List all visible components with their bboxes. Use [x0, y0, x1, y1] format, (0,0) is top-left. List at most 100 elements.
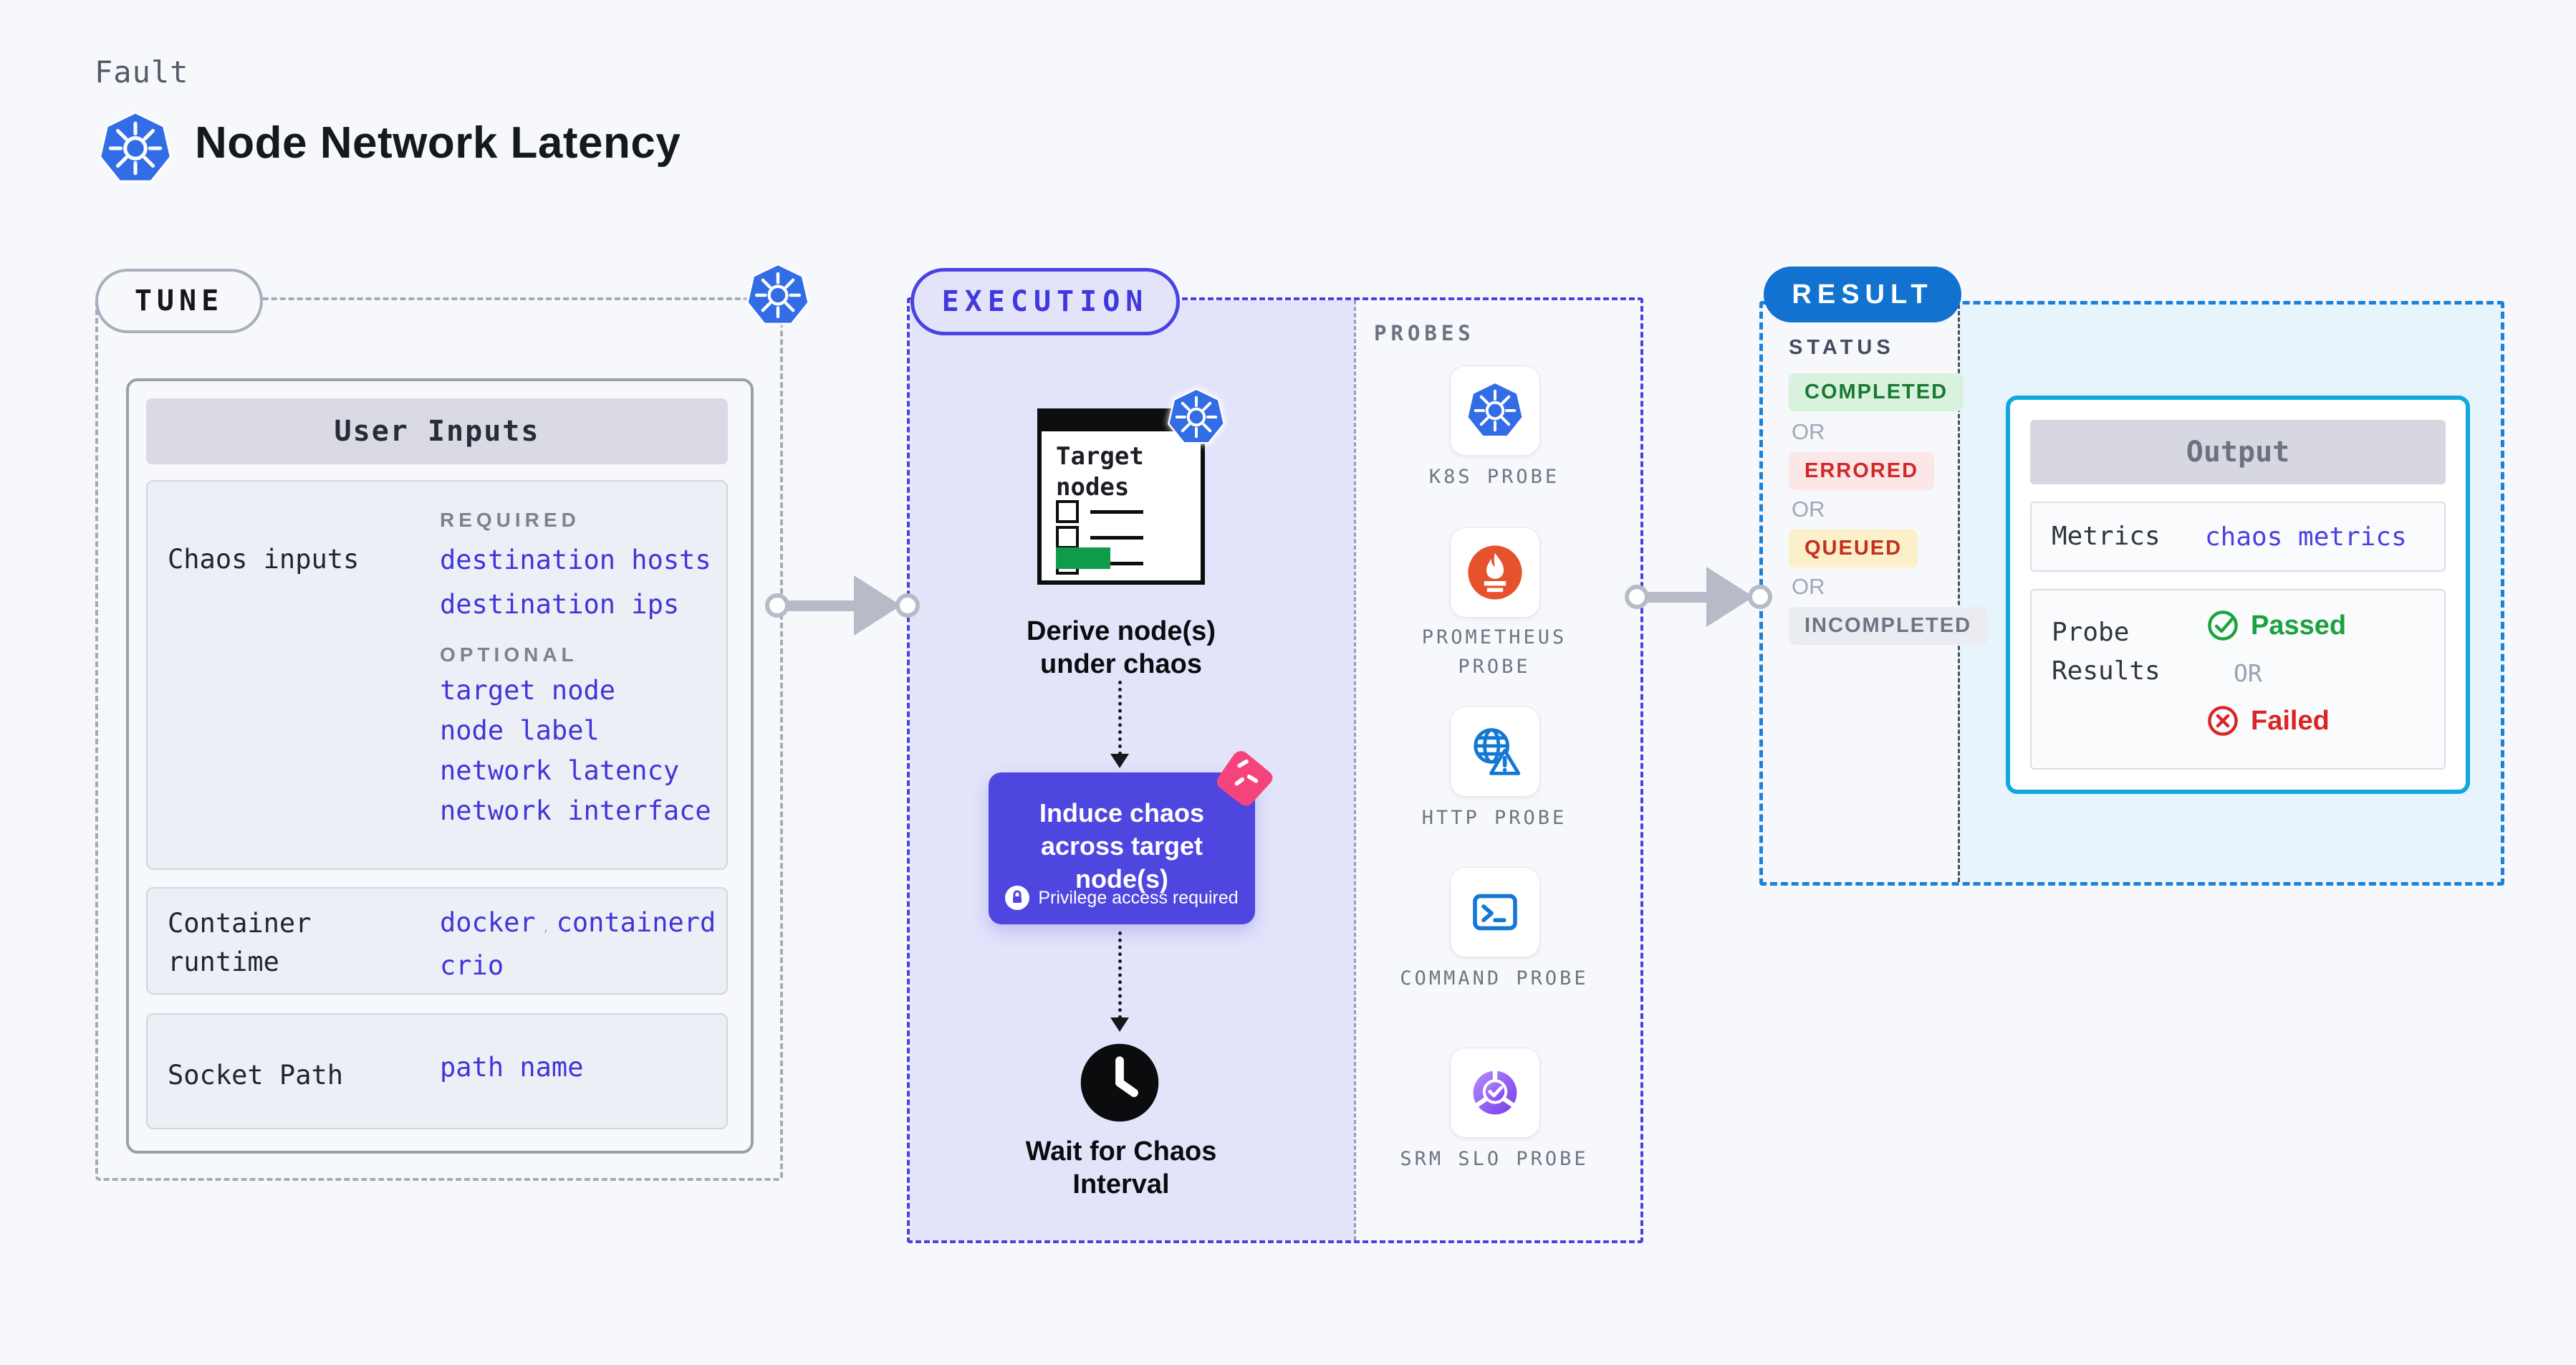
kubernetes-icon: [746, 264, 809, 327]
link-path-name[interactable]: path name: [440, 1052, 584, 1083]
output-card: Output Metrics chaos metrics Probe Resul…: [2006, 396, 2470, 794]
arrow-end-ring: [1748, 585, 1772, 609]
socket-path-section: Socket Path path name: [146, 1013, 728, 1129]
prometheus-icon: [1468, 545, 1522, 600]
link-crio[interactable]: crio: [440, 950, 504, 981]
execution-probes-divider: [1354, 300, 1356, 1240]
socket-path-label: Socket Path: [168, 1060, 344, 1091]
status-badge-incompleted: INCOMPLETED: [1789, 607, 1988, 645]
kubernetes-icon: [1168, 388, 1225, 445]
container-runtime-label: Container runtime: [168, 908, 312, 977]
execution-label: EXECUTION: [910, 268, 1180, 335]
or-label: OR: [1792, 419, 1825, 444]
litmus-chaos-icon: [1216, 751, 1273, 806]
induce-chaos-card: Induce chaos across target node(s) Privi…: [989, 751, 1273, 924]
chaos-inputs-label: Chaos inputs: [168, 544, 360, 575]
node-checklist-row: [1056, 526, 1143, 549]
chaos-inputs-section: Chaos inputs REQUIRED destination hosts …: [146, 480, 728, 870]
link-network-interface[interactable]: network interface: [440, 795, 711, 826]
probe-results-label: Probe Results: [2052, 618, 2161, 686]
k8s-probe-card: [1450, 365, 1540, 456]
link-destination-hosts[interactable]: destination hosts: [440, 545, 711, 575]
privilege-badge: Privilege access required: [989, 886, 1255, 910]
wait-chaos-caption: Wait for Chaos Interval: [1025, 1136, 1217, 1200]
connector-arrowhead-icon: [1110, 1017, 1129, 1032]
command-probe-label: COMMAND PROBE: [1400, 967, 1589, 990]
metrics-label: Metrics: [2052, 522, 2161, 551]
link-chaos-metrics[interactable]: chaos metrics: [2205, 522, 2407, 552]
check-circle-icon: [2208, 610, 2238, 641]
prometheus-probe-label: PROMETHEUS PROBE: [1421, 626, 1567, 678]
arrow-end-ring: [895, 593, 920, 618]
target-nodes-window: Target nodes: [1037, 388, 1225, 585]
clock-icon: [1080, 1043, 1159, 1122]
terminal-icon: [1473, 894, 1517, 931]
tune-label: TUNE: [95, 269, 263, 333]
line-placeholder: [1090, 535, 1143, 540]
lock-icon: [1005, 886, 1030, 910]
arrow-tune-to-execution: [765, 574, 920, 637]
srm-slo-probe-card: [1450, 1048, 1540, 1138]
kubernetes-icon: [1466, 382, 1524, 439]
x-circle-icon: [2208, 706, 2238, 736]
page-title: Node Network Latency: [195, 118, 681, 168]
progress-bar: [1056, 547, 1110, 569]
runtime-comma: ,: [542, 921, 549, 934]
arrow-head: [854, 575, 901, 636]
probes-heading: PROBES: [1374, 321, 1475, 345]
derive-nodes-caption: Derive node(s) under chaos: [1027, 616, 1216, 680]
connector-arrowhead-icon: [1110, 754, 1129, 768]
status-badge-queued: QUEUED: [1789, 530, 1918, 567]
result-label: RESULT: [1764, 267, 1961, 322]
user-inputs-card: User Inputs Chaos inputs REQUIRED destin…: [126, 378, 754, 1154]
link-containerd[interactable]: containerd: [556, 907, 716, 938]
link-destination-ips[interactable]: destination ips: [440, 589, 680, 620]
kubernetes-icon: [99, 112, 172, 185]
fault-kicker: Fault: [95, 54, 189, 90]
arrow-shaft: [1645, 591, 1711, 603]
link-target-node[interactable]: target node: [440, 675, 616, 706]
k8s-probe-label: K8S PROBE: [1428, 466, 1560, 488]
status-heading: STATUS: [1789, 336, 1895, 359]
container-runtime-section: Container runtime docker , containerd cr…: [146, 887, 728, 995]
or-label: OR: [2234, 659, 2262, 687]
line-placeholder: [1090, 561, 1143, 565]
target-nodes-title: Target nodes: [1056, 442, 1144, 502]
command-probe-card: [1450, 867, 1540, 957]
line-placeholder: [1090, 509, 1143, 514]
runtime-links-line1: docker , containerd: [440, 907, 716, 938]
arrow-shaft: [785, 600, 858, 611]
checkbox-icon: [1056, 526, 1079, 549]
metrics-row: Metrics chaos metrics: [2030, 502, 2446, 572]
probe-results-row: Probe Results Passed OR Failed: [2030, 589, 2446, 770]
induce-chaos-title: Induce chaos across target node(s): [1039, 798, 1205, 894]
passed-row: Passed: [2206, 609, 2346, 642]
globe-warning-icon: [1474, 728, 1521, 775]
failed-row: Failed: [2206, 704, 2346, 737]
srm-slo-probe-label: SRM SLO PROBE: [1400, 1148, 1589, 1170]
optional-heading: OPTIONAL: [440, 643, 578, 666]
slo-donut-icon: [1473, 1068, 1517, 1115]
passed-label: Passed: [2251, 610, 2347, 641]
prometheus-probe-card: [1450, 527, 1540, 618]
user-inputs-title: User Inputs: [146, 398, 728, 464]
status-output-divider: [1958, 305, 1960, 882]
link-network-latency[interactable]: network latency: [440, 755, 680, 786]
required-heading: REQUIRED: [440, 509, 580, 531]
or-label: OR: [1792, 497, 1825, 522]
http-probe-label: HTTP PROBE: [1421, 807, 1567, 829]
flow-connector: [1118, 681, 1122, 755]
arrow-execution-to-result: [1625, 565, 1772, 628]
http-probe-card: [1450, 707, 1540, 797]
failed-label: Failed: [2251, 705, 2330, 736]
arrow-head: [1706, 567, 1754, 627]
privilege-badge-label: Privilege access required: [1038, 887, 1239, 908]
link-node-label[interactable]: node label: [440, 715, 600, 746]
link-docker[interactable]: docker: [440, 907, 536, 938]
flow-connector: [1118, 931, 1122, 1019]
status-badge-completed: COMPLETED: [1789, 373, 1964, 411]
tune-panel: [95, 297, 783, 1181]
status-badge-errored: ERRORED: [1789, 452, 1935, 490]
checkbox-icon: [1056, 500, 1079, 523]
